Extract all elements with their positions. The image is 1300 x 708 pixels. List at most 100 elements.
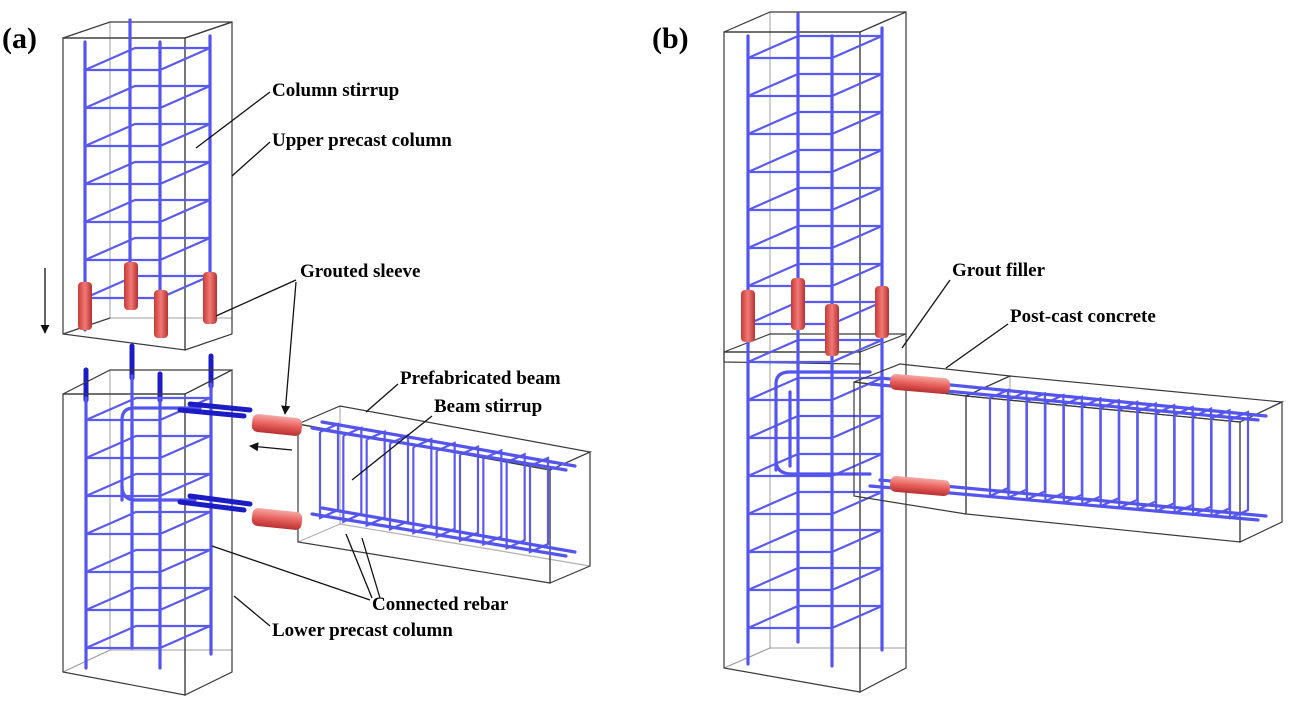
leader-post-cast-concrete [945, 323, 1009, 369]
column-stirrup [747, 414, 883, 440]
upper-precast-column [62, 18, 233, 351]
grouted-sleeve [78, 282, 92, 330]
column-stirrup [747, 338, 883, 364]
column-stirrup [747, 262, 883, 288]
column-stirrup [747, 528, 883, 554]
column-stirrup [85, 434, 211, 460]
panel-a: (a) [2, 18, 593, 696]
column-stirrup [84, 84, 211, 110]
column-stirrup [747, 452, 883, 478]
beam-stirrup [388, 433, 410, 532]
column-stirrup [85, 510, 211, 536]
beam-stirrup [1228, 410, 1250, 520]
beam-stirrup [1081, 396, 1102, 507]
grouted-sleeve [791, 278, 805, 330]
column-stirrups [747, 34, 883, 630]
column-stirrup [747, 604, 883, 630]
beam-stirrup [988, 388, 1010, 498]
beam-end-face [549, 451, 591, 584]
grouted-sleeve [889, 373, 951, 395]
lower-precast-column [62, 343, 253, 696]
column-stirrup [747, 566, 883, 592]
column-top-face [723, 11, 907, 33]
beam-stirrup [458, 444, 480, 543]
column-stirrup [747, 300, 883, 326]
beam-stirrup [1007, 389, 1028, 500]
beam-stirrup [435, 441, 456, 539]
label-grouted-sleeve: Grouted sleeve [300, 261, 421, 282]
prefabricated-beam [251, 405, 593, 584]
beam-stirrup [1210, 408, 1231, 519]
leader-grout-filler [901, 279, 951, 349]
column-stirrup [85, 548, 211, 574]
beam-stirrup [1118, 400, 1139, 510]
column-stirrup [84, 122, 211, 148]
beam-longitudinal-bar [320, 420, 577, 468]
label-connected-rebar: Connected rebar [372, 594, 509, 615]
column-stirrup [85, 472, 211, 498]
beam-stirrup [1044, 393, 1065, 503]
beam-stirrup [1099, 398, 1120, 508]
beam-stirrup [528, 456, 550, 554]
column-stirrup [747, 376, 883, 402]
leader-connected-rebar-1 [211, 545, 371, 601]
assembled-beam [868, 373, 1285, 543]
upper-column-stirrups [84, 46, 211, 300]
column-front-face [723, 31, 861, 693]
lower-column-front-face [62, 393, 186, 696]
assembled-column [723, 11, 907, 693]
anchored-beam-bar [120, 484, 197, 502]
column-stirrup [747, 72, 883, 98]
lower-column-side-face [184, 369, 233, 696]
grouted-sleeve [154, 290, 168, 338]
connected-rebar [177, 407, 247, 419]
connected-rebar [187, 493, 253, 507]
grouted-sleeve [875, 286, 889, 338]
label-column-stirrup: Column stirrup [272, 80, 399, 101]
grouted-sleeve [251, 414, 303, 436]
beam-end-face [1239, 401, 1283, 543]
column-stirrup [747, 34, 883, 60]
grouted-sleeve [124, 262, 138, 310]
lower-column-stirrups [85, 396, 211, 650]
column-stirrup [747, 224, 883, 250]
column-stirrup [747, 148, 883, 174]
leader-prefabricated-beam [365, 383, 399, 413]
leader-column-stirrup [195, 91, 271, 149]
label-prefabricated-beam: Prefabricated beam [400, 368, 561, 389]
beam-stirrup [505, 452, 526, 550]
beam-stirrup [1173, 405, 1194, 515]
leader-upper-precast-column [231, 141, 271, 177]
beam-stirrup [1062, 395, 1083, 505]
label-grout-filler: Grout filler [952, 260, 1046, 281]
grouted-sleeve [251, 508, 303, 530]
connected-rebar [177, 499, 247, 513]
column-stirrup [84, 160, 211, 186]
column-stirrup [85, 586, 211, 612]
beam-hidden-edge [339, 523, 591, 567]
beam-stirrup [1155, 403, 1176, 513]
column-stirrup [84, 46, 211, 72]
beam-stirrup [1136, 401, 1157, 512]
leader-connected-rebar-2 [345, 533, 373, 599]
leader-lower-precast-column [233, 595, 271, 627]
anchored-beam-bar [774, 370, 872, 472]
column-stirrup [84, 274, 211, 300]
beam-longitudinal-bar [320, 506, 577, 554]
panel-b: (b) [652, 11, 1285, 693]
label-beam-stirrup: Beam stirrup [434, 396, 542, 417]
column-stirrup [747, 186, 883, 212]
leader-grouted-sleeve-1 [215, 279, 297, 317]
label-lower-precast-column: Lower precast column [272, 620, 453, 641]
beam-stirrup [1025, 391, 1047, 502]
panel-b-letter: (b) [652, 22, 689, 55]
grouted-sleeve [203, 272, 217, 324]
beam-longitudinal-bar [310, 512, 568, 558]
label-upper-precast-column: Upper precast column [272, 130, 452, 151]
beam-stirrup [365, 429, 386, 528]
beam-stirrup [318, 422, 340, 520]
column-stirrup [84, 198, 211, 224]
beam-hidden-edge [297, 523, 341, 543]
